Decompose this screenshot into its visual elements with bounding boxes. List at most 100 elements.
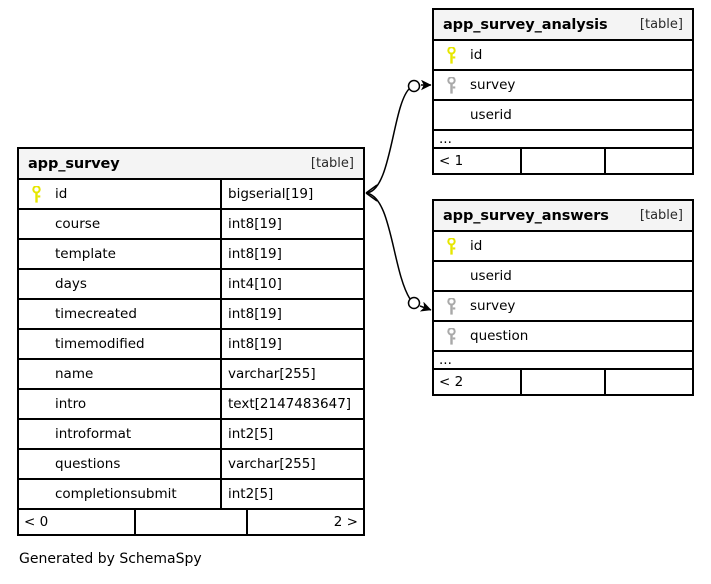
table-row[interactable]: intro text[2147483647] bbox=[19, 390, 363, 420]
table-kind-label: [table] bbox=[639, 208, 683, 223]
column-type-cell: int4[10] bbox=[220, 270, 363, 298]
column-name-cell: survey bbox=[434, 71, 692, 99]
foreign-key-icon bbox=[440, 327, 462, 345]
table-kind-label: [table] bbox=[639, 17, 683, 32]
table-header-app-survey-analysis: app_survey_analysis [table] bbox=[434, 10, 692, 41]
column-name-cell: id bbox=[434, 41, 692, 69]
table-row[interactable]: name varchar[255] bbox=[19, 360, 363, 390]
column-name-cell: days bbox=[19, 270, 220, 298]
column-name-cell: survey bbox=[434, 292, 692, 320]
footer-middle-cell bbox=[520, 149, 603, 173]
table-title: app_survey bbox=[28, 155, 120, 172]
column-name-label: survey bbox=[470, 77, 516, 93]
table-kind-label: [table] bbox=[310, 156, 354, 171]
column-list-app-survey-analysis: id survey userid bbox=[434, 41, 692, 131]
column-name-label: question bbox=[470, 328, 529, 344]
column-type-cell: int8[19] bbox=[220, 240, 363, 268]
table-row[interactable]: id bigserial[19] bbox=[19, 180, 363, 210]
table-app-survey-analysis[interactable]: app_survey_analysis [table] id survey user… bbox=[432, 8, 694, 175]
column-type-cell: int8[19] bbox=[220, 210, 363, 238]
foreign-key-icon bbox=[440, 297, 462, 315]
column-name-label: questions bbox=[55, 456, 121, 472]
column-name-cell: completionsubmit bbox=[19, 480, 220, 508]
column-type-cell: bigserial[19] bbox=[220, 180, 363, 208]
primary-key-icon bbox=[25, 185, 47, 203]
column-type-cell: varchar[255] bbox=[220, 360, 363, 388]
column-name-cell: id bbox=[19, 180, 220, 208]
column-name-cell: introformat bbox=[19, 420, 220, 448]
column-name-label: survey bbox=[470, 298, 516, 314]
column-name-label: days bbox=[55, 276, 87, 292]
column-type-cell: varchar[255] bbox=[220, 450, 363, 478]
table-footer-app-survey: < 0 2 > bbox=[19, 510, 363, 534]
column-name-label: id bbox=[55, 186, 68, 202]
edge-app-survey-to-analysis bbox=[365, 87, 411, 194]
table-row[interactable]: survey bbox=[434, 292, 692, 322]
footer-middle-cell bbox=[134, 510, 246, 534]
column-type-cell: text[2147483647] bbox=[220, 390, 363, 418]
table-row[interactable]: question bbox=[434, 322, 692, 352]
table-row[interactable]: id bbox=[434, 232, 692, 262]
table-row[interactable]: course int8[19] bbox=[19, 210, 363, 240]
table-row[interactable]: survey bbox=[434, 71, 692, 101]
column-name-cell: template bbox=[19, 240, 220, 268]
table-row[interactable]: timecreated int8[19] bbox=[19, 300, 363, 330]
column-list-app-survey: id bigserial[19] course int8[19] template int… bbox=[19, 180, 363, 510]
table-footer-app-survey-answers: < 2 bbox=[434, 370, 692, 394]
diagram-caption: Generated by SchemaSpy bbox=[19, 551, 202, 567]
table-row[interactable]: completionsubmit int2[5] bbox=[19, 480, 363, 510]
column-name-cell: question bbox=[434, 322, 692, 350]
column-list-app-survey-answers: id userid survey question bbox=[434, 232, 692, 352]
table-row[interactable]: template int8[19] bbox=[19, 240, 363, 270]
column-name-label: completionsubmit bbox=[55, 486, 177, 502]
edge-endpoint-circle-answers bbox=[407, 296, 421, 310]
column-name-label: name bbox=[55, 366, 94, 382]
column-name-label: id bbox=[470, 47, 483, 63]
column-name-cell: timemodified bbox=[19, 330, 220, 358]
column-name-label: template bbox=[55, 246, 116, 262]
footer-incoming-count[interactable]: < 1 bbox=[439, 153, 464, 169]
column-type-cell: int2[5] bbox=[220, 480, 363, 508]
table-row[interactable]: userid bbox=[434, 262, 692, 292]
column-name-label: timemodified bbox=[55, 336, 145, 352]
primary-key-icon bbox=[440, 46, 462, 64]
more-columns-indicator: ... bbox=[434, 352, 692, 370]
table-row[interactable]: userid bbox=[434, 101, 692, 131]
column-type-cell: int8[19] bbox=[220, 300, 363, 328]
column-type-cell: int8[19] bbox=[220, 330, 363, 358]
table-footer-app-survey-analysis: < 1 bbox=[434, 149, 692, 173]
column-name-label: course bbox=[55, 216, 101, 232]
column-name-label: userid bbox=[470, 107, 512, 123]
column-name-label: intro bbox=[55, 396, 87, 412]
column-name-cell: userid bbox=[434, 262, 692, 290]
column-name-cell: userid bbox=[434, 101, 692, 129]
table-row[interactable]: days int4[10] bbox=[19, 270, 363, 300]
more-columns-indicator: ... bbox=[434, 131, 692, 149]
footer-incoming-count[interactable]: < 0 bbox=[24, 514, 49, 530]
edge-app-survey-to-answers bbox=[365, 192, 411, 300]
footer-outgoing-count[interactable]: 2 > bbox=[246, 510, 363, 534]
column-name-cell: intro bbox=[19, 390, 220, 418]
table-row[interactable]: id bbox=[434, 41, 692, 71]
column-type-cell: int2[5] bbox=[220, 420, 363, 448]
column-name-cell: course bbox=[19, 210, 220, 238]
table-row[interactable]: timemodified int8[19] bbox=[19, 330, 363, 360]
footer-outgoing-count bbox=[603, 370, 692, 394]
edge-endpoint-circle-analysis bbox=[407, 79, 421, 93]
column-name-cell: questions bbox=[19, 450, 220, 478]
column-name-label: id bbox=[470, 238, 483, 254]
crowsfoot-source-analysis bbox=[365, 184, 378, 202]
edge-arrow-answers bbox=[419, 301, 432, 312]
footer-incoming-count[interactable]: < 2 bbox=[439, 374, 464, 390]
column-name-cell: timecreated bbox=[19, 300, 220, 328]
footer-outgoing-count bbox=[603, 149, 692, 173]
table-row[interactable]: questions varchar[255] bbox=[19, 450, 363, 480]
column-name-cell: id bbox=[434, 232, 692, 260]
footer-middle-cell bbox=[520, 370, 603, 394]
table-title: app_survey_analysis bbox=[443, 16, 608, 33]
column-name-label: timecreated bbox=[55, 306, 137, 322]
